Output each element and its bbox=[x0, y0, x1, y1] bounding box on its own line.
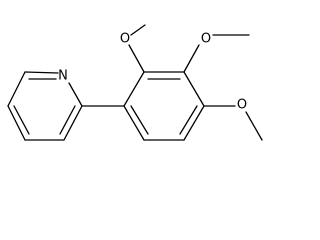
bond-n-c2 bbox=[68, 82, 83, 107]
bond-b4-b5-inner bbox=[179, 105, 198, 135]
atom-label-o-2: O bbox=[120, 32, 130, 47]
atom-label-pyridine-n: N bbox=[58, 69, 68, 84]
bond-b6-b1-inner bbox=[130, 105, 149, 135]
atom-label-o-3: O bbox=[201, 32, 211, 47]
bond-b4-b5 bbox=[183, 105, 205, 141]
bond-o4-me bbox=[245, 111, 263, 141]
bond-o2-me bbox=[130, 24, 146, 36]
structure-canvas: N O O O bbox=[7, 24, 263, 141]
bond-c3-c2-inner bbox=[59, 105, 76, 135]
bond-n-c6 bbox=[24, 71, 59, 74]
molecule-svg: N O O O bbox=[7, 24, 263, 141]
bond-b3-o bbox=[183, 44, 200, 73]
bond-c5-c4-inner bbox=[13, 105, 30, 135]
bond-b3-b4 bbox=[183, 71, 205, 107]
bond-layer bbox=[7, 24, 263, 141]
bond-c5-c4 bbox=[7, 105, 26, 141]
bond-c3-c2 bbox=[63, 105, 83, 141]
bond-b2-o bbox=[128, 44, 145, 73]
atom-label-o-4: O bbox=[237, 98, 247, 113]
atom-label-layer: N O O O bbox=[58, 32, 247, 113]
bond-b1-b2 bbox=[123, 71, 145, 107]
bond-c6-c5 bbox=[7, 71, 26, 107]
bond-b6-b1 bbox=[123, 105, 145, 141]
